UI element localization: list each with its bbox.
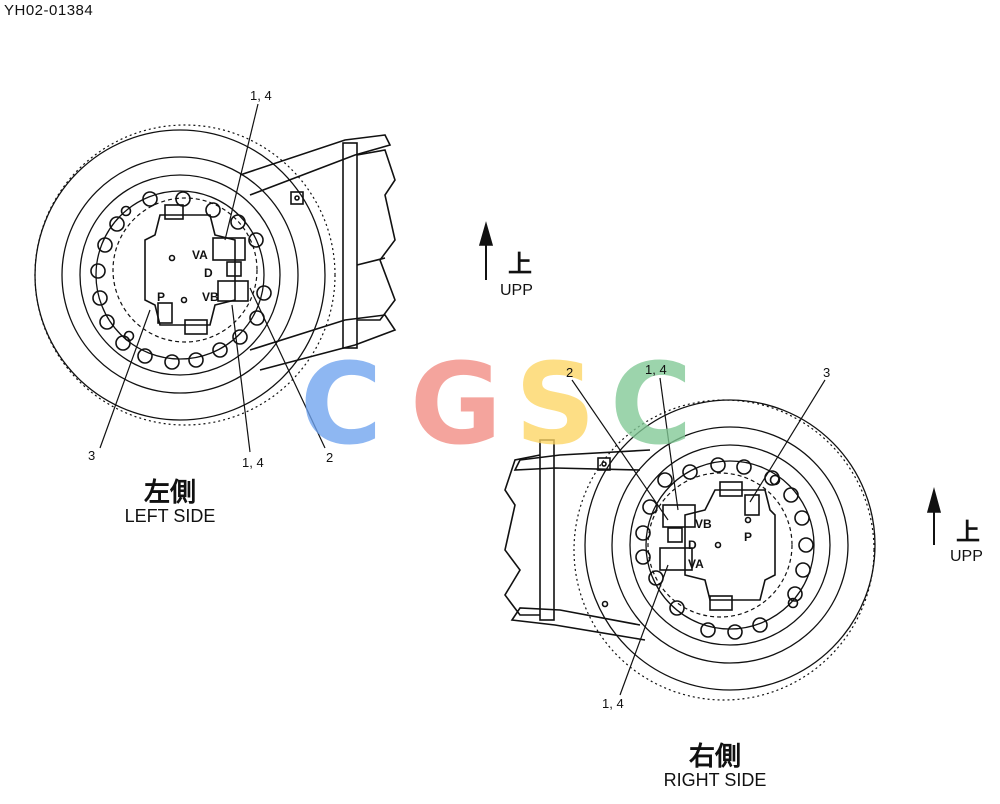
right-callout-top-1-4: 1, 4 — [645, 362, 667, 377]
upp-right-cn: 上 — [956, 518, 980, 546]
watermark-letter-g: G — [410, 340, 502, 470]
right-track-assembly — [504, 377, 876, 701]
up-arrow-right-icon — [926, 486, 942, 545]
up-arrow-left-icon — [478, 221, 494, 280]
right-port-va: VA — [688, 557, 704, 571]
right-callout-3: 3 — [823, 365, 831, 380]
watermark-letter-s: S — [515, 340, 596, 470]
left-port-va: VA — [192, 248, 208, 262]
right-callout-bottom-1-4: 1, 4 — [602, 696, 624, 711]
left-side-title-en: LEFT SIDE — [124, 506, 216, 526]
right-side-title-cn: 右側 — [688, 742, 741, 772]
watermark-logo: C G S C — [300, 340, 720, 470]
upp-right-en: UPP — [950, 548, 983, 565]
watermark-letter-c2: C — [610, 340, 693, 470]
right-port-vb: VB — [695, 517, 712, 531]
left-callout-3: 3 — [88, 448, 96, 463]
right-side-title-en: RIGHT SIDE — [663, 770, 767, 790]
upp-left-en: UPP — [500, 282, 533, 299]
watermark-letter-c1: C — [300, 340, 383, 470]
left-port-d: D — [204, 266, 213, 280]
left-callout-2: 2 — [326, 450, 334, 465]
right-port-d: D — [688, 538, 697, 552]
upp-left-cn: 上 — [508, 250, 532, 278]
right-callout-2: 2 — [566, 365, 574, 380]
left-port-vb: VB — [202, 290, 219, 304]
left-callout-bottom-1-4: 1, 4 — [242, 455, 264, 470]
left-side-title-cn: 左側 — [143, 478, 196, 508]
right-port-p: P — [744, 530, 753, 544]
left-callout-top-1-4: 1, 4 — [250, 88, 272, 103]
left-track-assembly — [34, 103, 397, 453]
document-id: YH02-01384 — [4, 2, 94, 19]
left-port-p: P — [157, 290, 166, 304]
